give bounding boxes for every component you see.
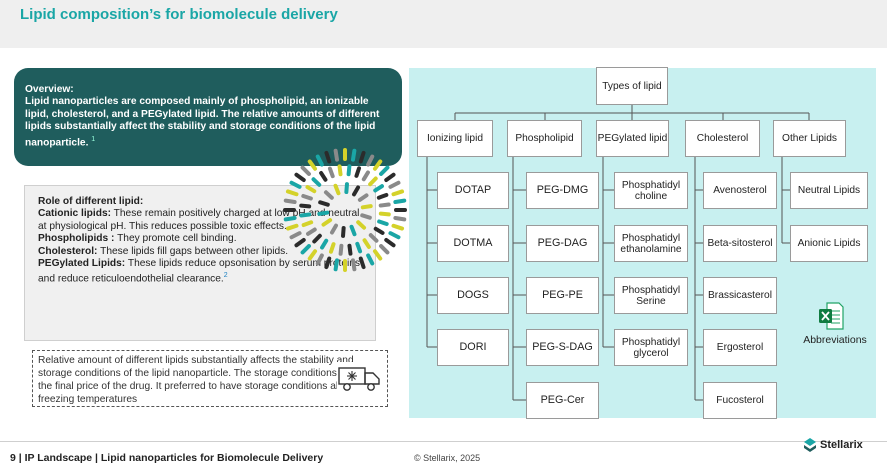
category-cholesterol: Cholesterol [685,120,760,157]
role-term: Cholesterol: [38,245,98,257]
stellarix-logo: Stellarix [802,436,882,456]
item-dori: DORI [437,329,509,366]
item-anionic-lipids: Anionic Lipids [790,225,868,262]
brand-name: Stellarix [820,439,863,451]
role-text: These lipids reduce opsonisation by seru… [38,258,361,285]
category-other-lipids: Other Lipids [773,120,846,157]
lipid-nanoparticle-illustration [283,148,407,272]
abbreviations-link[interactable]: Abbreviations [790,300,880,350]
category-pegylated-lipid: PEGylated lipid [596,120,669,157]
item-dotap: DOTAP [437,172,509,209]
role-cationic: Cationic lipids: These remain positively… [38,208,361,233]
role-pegylated: PEGylated Lipids: These lipids reduce op… [38,258,361,286]
header-bar: Lipid composition’s for biomolecule deli… [0,0,887,48]
role-term: Phospholipids : [38,233,115,245]
role-term: PEGylated Lipids: [38,258,126,270]
category-ionizing-lipid: Ionizing lipid [417,120,493,157]
role-text: These remain positively charged at low p… [38,208,360,232]
item-beta-sitosterol: Beta-sitosterol [703,225,777,262]
roles-ref[interactable]: 2 [223,272,228,280]
overview-heading: Overview: [25,84,74,95]
item-brassicasterol: Brassicasterol [703,277,777,314]
item-peg-dmg: PEG-DMG [526,172,599,209]
storage-note: Relative amount of different lipids subs… [32,350,388,407]
roles-heading: Role of different lipid: [38,196,144,207]
role-cholesterol: Cholesterol: These lipids fill gaps betw… [38,246,361,258]
diagram-root: Types of lipid [596,67,668,105]
footer-page-label: 9 | IP Landscape | Lipid nanoparticles f… [10,452,324,464]
role-term: Cationic lipids: [38,208,112,220]
overview-body: Lipid nanoparticles are composed mainly … [25,96,380,149]
item-peg-cer: PEG-Cer [526,382,599,419]
item-phosphatidyl-ethanolamine: Phosphatidyl ethanolamine [614,225,688,262]
overview-panel: Overview: Lipid nanoparticles are compos… [14,68,402,166]
excel-file-icon [819,302,844,330]
footer-divider [0,441,887,442]
item-phosphatidyl-serine: Phosphatidyl Serine [614,277,688,314]
item-dotma: DOTMA [437,225,509,262]
storage-note-text: Relative amount of different lipids subs… [38,355,370,405]
item-peg-s-dag: PEG-S-DAG [526,329,599,366]
item-ergosterol: Ergosterol [703,329,777,366]
page-title: Lipid composition’s for biomolecule deli… [20,6,338,23]
stellarix-mark-icon [804,438,816,452]
role-text: They promote cell binding. [117,233,237,245]
item-phosphatidyl-glycerol: Phosphatidyl glycerol [614,329,688,366]
role-phospholipids: Phospholipids : They promote cell bindin… [38,233,361,245]
category-phospholipid: Phospholipid [507,120,582,157]
item-fucosterol: Fucosterol [703,382,777,419]
cold-storage-truck-icon [337,362,383,394]
item-peg-dag: PEG-DAG [526,225,599,262]
item-dogs: DOGS [437,277,509,314]
item-avenosterol: Avenosterol [703,172,777,209]
abbreviations-label: Abbreviations [803,334,867,346]
item-phosphatidyl-choline: Phosphatidyl choline [614,172,688,209]
roles-panel: Role of different lipid: Cationic lipids… [24,185,376,341]
item-neutral-lipids: Neutral Lipids [790,172,868,209]
role-text: These lipids fill gaps between other lip… [100,245,289,257]
item-peg-pe: PEG-PE [526,277,599,314]
footer-copyright: © Stellarix, 2025 [414,453,481,463]
overview-ref[interactable]: 1 [91,135,96,143]
